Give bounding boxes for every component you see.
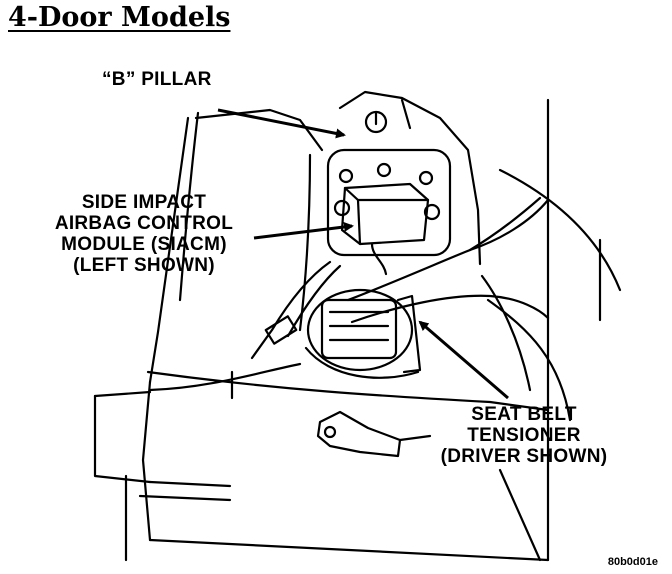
siacm-label-line: (LEFT SHOWN): [73, 255, 215, 276]
b-pillar-leader: [217, 108, 346, 139]
tensioner-leader: [418, 320, 509, 400]
module-fastener: [376, 162, 392, 178]
siacm-label: SIDE IMPACT AIRBAG CONTROL MODULE (SIACM…: [28, 192, 260, 276]
anchor-bracket: [316, 410, 402, 458]
siacm-label-line: MODULE (SIACM): [61, 234, 227, 255]
module-bracket: [326, 148, 452, 257]
tensioner-body: [320, 298, 398, 360]
siacm-module: [340, 182, 430, 246]
module-fastener: [333, 199, 351, 217]
b-pillar-outline: [338, 90, 482, 266]
tensioner-label-line: TENSIONER: [467, 425, 581, 446]
module-fastener: [338, 168, 354, 184]
siacm-leader: [253, 222, 354, 240]
module-fastener: [423, 203, 441, 221]
siacm-label-line: AIRBAG CONTROL: [54, 213, 234, 234]
siacm-label-line: SIDE IMPACT: [81, 192, 207, 213]
tensioner-label: SEAT BELT TENSIONER (DRIVER SHOWN): [404, 404, 644, 467]
tensioner-label-line: SEAT BELT: [471, 404, 577, 425]
seat-belt-strap: [346, 198, 550, 302]
door-frame-line: [148, 116, 190, 384]
module-fastener: [418, 170, 434, 186]
figure-code: 80b0d01e: [607, 556, 658, 568]
b-pillar-label: “B” PILLAR: [102, 69, 212, 90]
tensioner-housing: [306, 288, 414, 372]
tensioner-label-line: (DRIVER SHOWN): [440, 446, 608, 467]
figure-heading: 4-Door Models: [8, 2, 231, 33]
